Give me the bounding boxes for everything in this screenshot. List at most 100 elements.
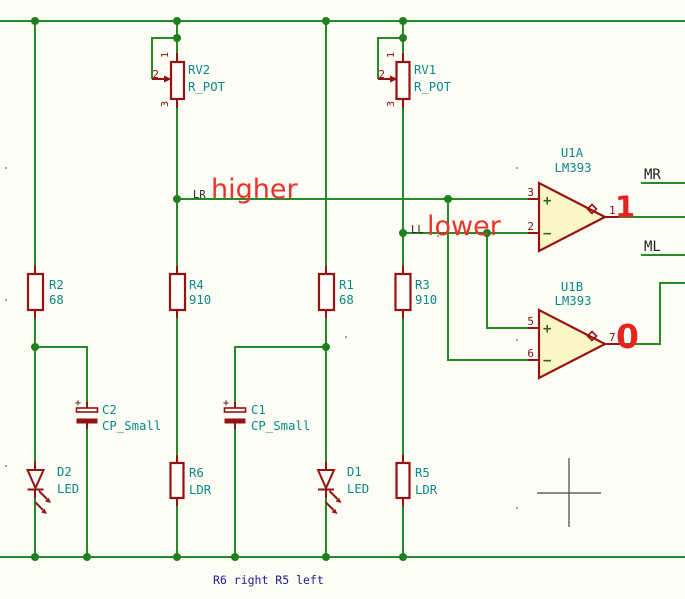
artifact-specks — [4, 166, 519, 510]
speck — [4, 166, 8, 170]
r1-body[interactable] — [317, 272, 336, 312]
net-labels: LR LL MR ML — [193, 167, 661, 255]
r1-reference[interactable]: R1 — [339, 278, 354, 292]
u1a-reference[interactable]: U1A — [561, 146, 584, 160]
rv2-pin2-number: 2 — [152, 68, 159, 81]
component-d2[interactable]: D2 LED — [25, 462, 80, 514]
junction-dot[interactable] — [483, 229, 491, 237]
component-u1b[interactable]: + − 5 6 7 U1B LM393 — [527, 280, 619, 380]
junction-dot[interactable] — [31, 343, 39, 351]
wire-net-lr-branch-u1b[interactable] — [447, 199, 528, 361]
component-r2[interactable]: R2 68 — [26, 266, 64, 318]
component-u1a[interactable]: + − 3 2 1 U1A LM393 — [527, 146, 619, 253]
junction-dot[interactable] — [322, 343, 330, 351]
u1b-triangle[interactable] — [537, 308, 608, 380]
r1-value[interactable]: 68 — [339, 293, 354, 307]
c2-bottom-plate[interactable] — [76, 418, 98, 424]
junction-dot[interactable] — [173, 34, 181, 42]
component-rv2[interactable]: 1 3 2 RV2 R_POT — [152, 52, 226, 108]
component-r1[interactable]: R1 68 — [317, 266, 354, 318]
r6-body[interactable] — [169, 461, 185, 500]
junction-dot[interactable] — [399, 229, 407, 237]
junction-dot[interactable] — [31, 553, 39, 561]
junction-dot[interactable] — [173, 17, 181, 25]
r5-value[interactable]: LDR — [415, 483, 438, 497]
rv2-value[interactable]: R_POT — [188, 80, 226, 94]
wire-c1-branch[interactable] — [234, 346, 326, 402]
c1-reference[interactable]: C1 — [251, 403, 266, 417]
wire-u1b-output[interactable] — [619, 282, 685, 345]
d1-triangle[interactable] — [316, 469, 336, 491]
r2-reference[interactable]: R2 — [49, 278, 64, 292]
rv1-body[interactable] — [395, 60, 411, 101]
r5-reference[interactable]: R5 — [415, 466, 430, 480]
junction-dot[interactable] — [399, 34, 407, 42]
component-d1[interactable]: D1 LED — [316, 462, 369, 514]
junction-dot[interactable] — [399, 553, 407, 561]
d1-value[interactable]: LED — [347, 482, 369, 496]
net-label-mr[interactable]: MR — [644, 167, 661, 183]
wire-net-ll-branch-u1b[interactable] — [486, 233, 528, 329]
junction-dot[interactable] — [322, 553, 330, 561]
junction-dot[interactable] — [173, 195, 181, 203]
net-label-ml[interactable]: ML — [644, 239, 661, 255]
r4-body[interactable] — [168, 272, 187, 312]
junction-dot[interactable] — [173, 553, 181, 561]
junction-dot[interactable] — [31, 17, 39, 25]
wire-c2-branch[interactable] — [35, 346, 88, 402]
u1b-part-name[interactable]: LM393 — [554, 294, 591, 308]
component-rv1[interactable]: 1 3 2 RV1 R_POT — [378, 52, 452, 108]
speck — [344, 335, 348, 339]
c2-reference[interactable]: C2 — [102, 403, 117, 417]
component-r3[interactable]: R3 910 — [394, 266, 438, 318]
net-label-lr[interactable]: LR — [193, 189, 206, 201]
d2-arrowhead-1 — [45, 497, 51, 503]
d2-value[interactable]: LED — [57, 482, 79, 496]
junction-dot[interactable] — [322, 17, 330, 25]
rv2-body[interactable] — [169, 60, 186, 101]
u1a-triangle[interactable] — [537, 181, 608, 253]
junction-dot[interactable] — [231, 553, 239, 561]
r3-body[interactable] — [394, 272, 412, 312]
c2-value[interactable]: CP_Small — [102, 419, 161, 433]
c1-top-plate[interactable] — [223, 407, 247, 413]
junction-dots — [31, 17, 491, 561]
u1a-part-name[interactable]: LM393 — [554, 161, 591, 175]
component-r6[interactable]: R6 LDR — [169, 455, 212, 506]
r6-value[interactable]: LDR — [189, 483, 212, 497]
wire-rv1-wiper-loop[interactable] — [377, 37, 403, 79]
note-r6-right-r5-left[interactable]: R6 right R5 left — [213, 573, 324, 587]
annotation-u1a-output-state[interactable]: 1 — [615, 190, 635, 224]
annotation-u1b-output-state[interactable]: 0 — [616, 317, 639, 356]
net-label-ll[interactable]: LL — [411, 224, 424, 236]
r5-body[interactable] — [395, 461, 411, 500]
c1-value[interactable]: CP_Small — [251, 419, 310, 433]
c2-top-plate[interactable] — [75, 407, 99, 413]
r2-body[interactable] — [26, 272, 45, 312]
annotation-higher[interactable]: higher — [211, 174, 298, 205]
r3-reference[interactable]: R3 — [415, 278, 430, 292]
component-c2[interactable]: + C2 CP_Small — [75, 398, 161, 433]
junction-dot[interactable] — [444, 195, 452, 203]
rv1-value[interactable]: R_POT — [414, 80, 452, 94]
junction-dot[interactable] — [399, 17, 407, 25]
component-r5[interactable]: R5 LDR — [395, 455, 438, 506]
rv2-reference[interactable]: RV2 — [188, 63, 210, 77]
r2-value[interactable]: 68 — [49, 293, 64, 307]
d1-reference[interactable]: D1 — [347, 465, 362, 479]
u1b-pin7-number: 7 — [609, 331, 616, 344]
component-c1[interactable]: + C1 CP_Small — [223, 398, 310, 433]
u1b-reference[interactable]: U1B — [561, 280, 583, 294]
annotation-lower[interactable]: lower — [427, 211, 502, 242]
r6-reference[interactable]: R6 — [189, 466, 204, 480]
component-r4[interactable]: R4 910 — [168, 266, 211, 318]
d2-triangle[interactable] — [25, 469, 46, 491]
junction-dot[interactable] — [83, 553, 91, 561]
wire-rv2-wiper-loop[interactable] — [151, 37, 177, 79]
rv1-reference[interactable]: RV1 — [414, 63, 436, 77]
r3-value[interactable]: 910 — [415, 293, 437, 307]
d2-reference[interactable]: D2 — [57, 465, 72, 479]
r4-reference[interactable]: R4 — [189, 278, 204, 292]
r4-value[interactable]: 910 — [189, 293, 211, 307]
c1-bottom-plate[interactable] — [224, 418, 246, 424]
